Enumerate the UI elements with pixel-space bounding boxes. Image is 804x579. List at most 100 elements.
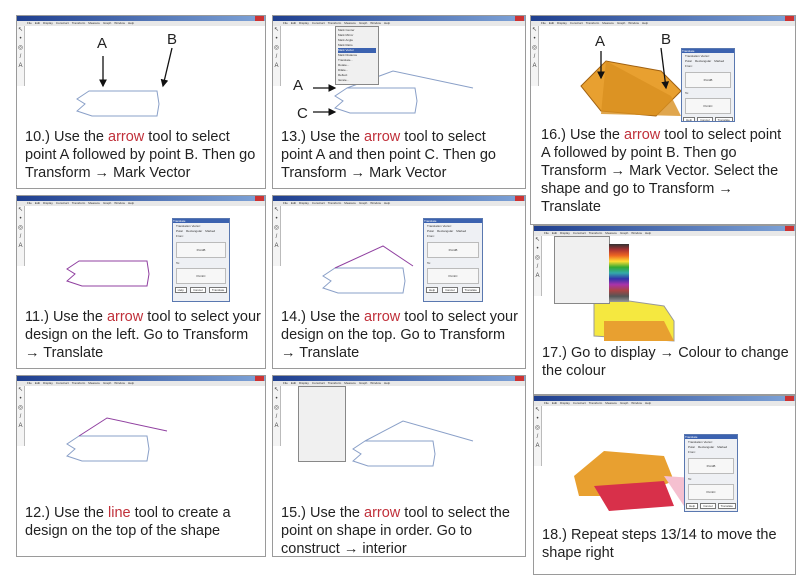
tool-palette[interactable]: ↖•◎/A <box>17 206 25 266</box>
translate-button[interactable]: Translate <box>461 287 480 293</box>
text-tool-icon[interactable]: A <box>274 423 279 429</box>
close-icon[interactable] <box>515 16 524 21</box>
close-icon[interactable] <box>515 196 524 201</box>
menu-construct[interactable]: Construct <box>311 201 325 205</box>
help-button[interactable]: Help <box>426 287 439 293</box>
tool-palette[interactable]: ↖ • ◎ / A <box>273 386 281 446</box>
menu-edit[interactable]: Edit <box>290 381 297 385</box>
menu-window[interactable]: Window <box>114 381 125 385</box>
menu-help[interactable]: Help <box>644 401 652 405</box>
menu-measure[interactable]: Measure <box>605 231 617 235</box>
close-icon[interactable] <box>515 376 524 381</box>
menu-graph[interactable]: Graph <box>616 21 626 25</box>
menu-measure[interactable]: Measure <box>605 401 617 405</box>
arrow-tool-icon[interactable]: ↖ <box>534 237 541 243</box>
window-title-bar[interactable] <box>273 196 525 201</box>
menu-measure[interactable]: Measure <box>88 21 100 25</box>
compass-tool-icon[interactable]: ◎ <box>17 225 24 231</box>
menu-file[interactable]: File <box>283 201 288 205</box>
menu-construct[interactable]: Construct <box>572 401 586 405</box>
menu-file[interactable]: File <box>283 21 288 25</box>
translate-button[interactable]: Translate <box>714 117 733 121</box>
arrow-tool-icon[interactable]: ↖ <box>273 387 280 393</box>
text-tool-icon[interactable]: A <box>18 423 23 429</box>
menu-item[interactable]: Rotate... <box>338 63 350 67</box>
menu-help[interactable]: Help <box>644 231 652 235</box>
radio-rectangular[interactable]: Rectangular <box>698 445 715 449</box>
point-tool-icon[interactable]: • <box>19 396 22 402</box>
text-tool-icon[interactable]: A <box>535 273 540 279</box>
menu-file[interactable]: File <box>283 381 288 385</box>
menu-graph[interactable]: Graph <box>102 381 112 385</box>
menu-edit[interactable]: Edit <box>290 21 297 25</box>
menu-graph[interactable]: Graph <box>358 21 368 25</box>
tool-palette[interactable]: ↖•◎/A <box>534 236 542 296</box>
menu-transform[interactable]: Transform <box>327 381 342 385</box>
menu-window[interactable]: Window <box>631 401 642 405</box>
sketch-canvas[interactable]: A B <box>17 26 265 188</box>
line-tool-icon[interactable]: / <box>275 414 278 420</box>
arrow-tool-icon[interactable]: ↖ <box>17 207 24 213</box>
menu-graph[interactable]: Graph <box>102 201 112 205</box>
menu-file[interactable]: File <box>27 381 32 385</box>
menu-window[interactable]: Window <box>631 231 642 235</box>
sketch-canvas[interactable] <box>17 386 265 556</box>
arrow-tool-icon[interactable]: ↖ <box>531 27 538 33</box>
menu-help[interactable]: Help <box>641 21 649 25</box>
menu-construct[interactable]: Construct <box>55 381 69 385</box>
menu-transform[interactable]: Transform <box>327 21 342 25</box>
menu-item[interactable]: Translate... <box>338 58 353 62</box>
point-tool-icon[interactable]: • <box>275 36 278 42</box>
compass-tool-icon[interactable]: ◎ <box>17 45 24 51</box>
close-icon[interactable] <box>785 226 794 231</box>
point-tool-icon[interactable]: • <box>536 416 539 422</box>
menu-measure[interactable]: Measure <box>344 21 356 25</box>
menu-transform[interactable]: Transform <box>588 231 603 235</box>
radio-rectangular[interactable]: Rectangular <box>186 229 203 233</box>
menu-measure[interactable]: Measure <box>344 201 356 205</box>
line-tool-icon[interactable]: / <box>19 414 22 420</box>
point-tool-icon[interactable]: • <box>275 396 278 402</box>
tool-palette[interactable]: ↖•◎/A <box>531 26 539 86</box>
radio-polar[interactable]: Polar <box>176 229 184 233</box>
compass-tool-icon[interactable]: ◎ <box>534 425 541 431</box>
line-tool-icon[interactable]: / <box>19 54 22 60</box>
menu-item[interactable]: Mark Mirror <box>338 33 354 37</box>
color-palette[interactable] <box>609 244 629 302</box>
compass-tool-icon[interactable]: ◎ <box>531 45 538 51</box>
sketch-canvas[interactable] <box>273 386 525 556</box>
translate-button[interactable]: Translate <box>717 503 736 509</box>
point-tool-icon[interactable]: • <box>19 36 22 42</box>
text-tool-icon[interactable]: A <box>274 63 279 69</box>
menu-file[interactable]: File <box>27 21 32 25</box>
menu-file[interactable]: File <box>27 201 32 205</box>
window-title-bar[interactable] <box>17 376 265 381</box>
menu-graph[interactable]: Graph <box>102 21 112 25</box>
menu-construct[interactable]: Construct <box>572 231 586 235</box>
menu-measure[interactable]: Measure <box>602 21 614 25</box>
menu-window[interactable]: Window <box>370 201 381 205</box>
point-tool-icon[interactable]: • <box>533 36 536 42</box>
window-title-bar[interactable] <box>273 376 525 381</box>
radio-marked[interactable]: Marked <box>456 229 467 233</box>
menu-help[interactable]: Help <box>383 21 391 25</box>
line-tool-icon[interactable]: / <box>536 264 539 270</box>
menu-help[interactable]: Help <box>127 201 135 205</box>
radio-polar[interactable]: Polar <box>427 229 435 233</box>
menu-item[interactable]: Mark Vector <box>338 48 376 53</box>
cancel-button[interactable]: Cancel <box>442 287 458 293</box>
cancel-button[interactable]: Cancel <box>190 287 206 293</box>
menu-edit[interactable]: Edit <box>551 231 558 235</box>
menu-display[interactable]: Display <box>299 201 309 205</box>
display-menu[interactable] <box>554 236 610 304</box>
compass-tool-icon[interactable]: ◎ <box>273 405 280 411</box>
radio-marked[interactable]: Marked <box>714 59 725 63</box>
line-tool-icon[interactable]: / <box>536 434 539 440</box>
